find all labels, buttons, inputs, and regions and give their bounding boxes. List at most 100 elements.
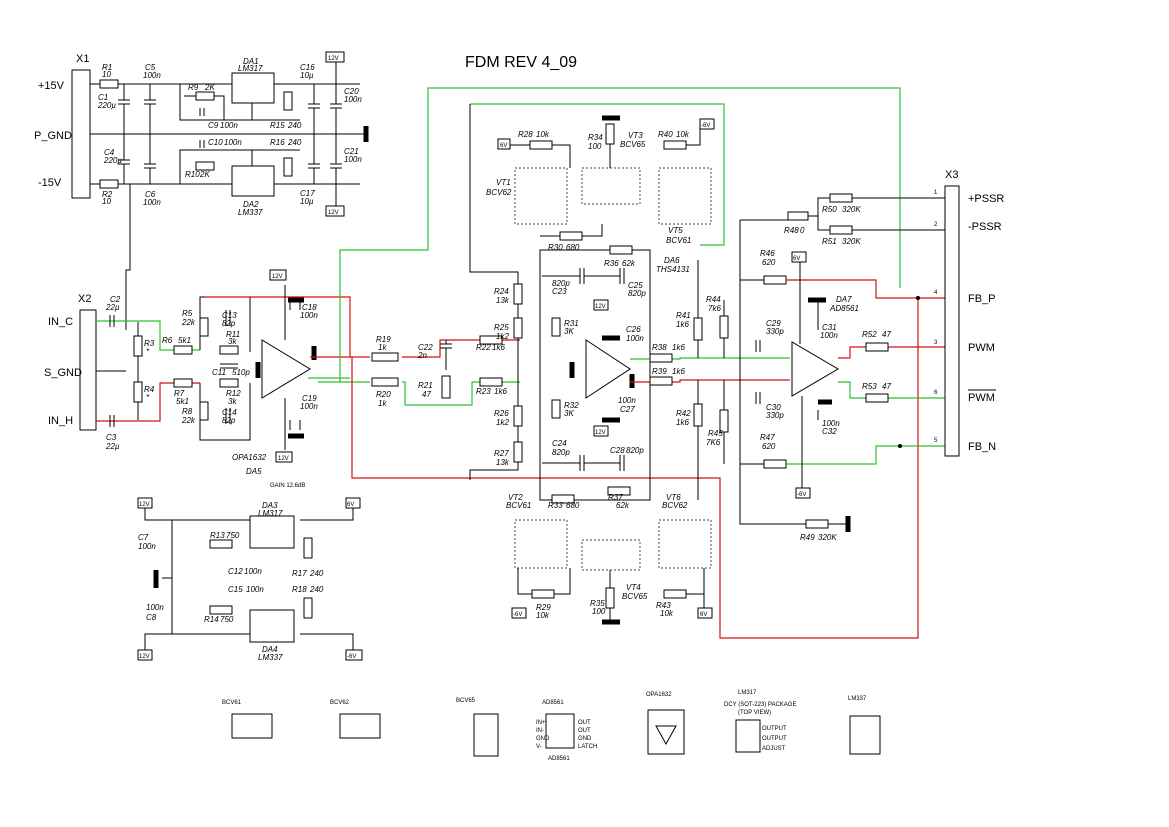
svg-text:C17: C17 [300,189,315,198]
svg-text:100n: 100n [820,331,838,340]
x3-pin-fbn: FB_N [968,441,996,453]
svg-text:1k6: 1k6 [676,418,689,427]
input-stage: X2 IN_C S_GND IN_H C2 22µ C3 22µ R3 * R4… [44,269,351,489]
vt2-transistor [514,519,568,569]
svg-text:C31: C31 [822,323,837,332]
power-supply-block: X1 +15V P_GND -15V R1 10 R2 10 C1 220µ C… [34,51,369,330]
svg-text:DA3: DA3 [262,501,278,510]
r24-resistor [513,283,523,305]
svg-text:3K: 3K [564,327,574,336]
svg-text:10k: 10k [660,609,674,618]
svg-text:R10: R10 [185,170,200,179]
svg-text:5k1: 5k1 [176,397,189,406]
svg-text:680: 680 [566,243,580,252]
svg-text:IN-: IN- [536,728,544,734]
r16-resistor [283,157,293,177]
svg-text:680: 680 [566,501,580,510]
svg-text:2: 2 [934,222,938,228]
r44-resistor [719,315,729,339]
svg-text:2n: 2n [417,351,427,360]
svg-text:12V: 12V [139,502,150,508]
svg-text:R47: R47 [760,433,775,442]
da3-regulator [249,515,295,549]
r25-resistor [513,317,523,339]
x1-pin-neg15: -15V [38,177,62,189]
svg-text:C4: C4 [104,148,115,157]
svg-text:82p: 82p [222,319,236,328]
r1-value: 10 [102,70,111,79]
rail-12v-bottom [325,205,345,217]
svg-text:C16: C16 [300,63,315,72]
svg-text:R5: R5 [182,309,193,318]
svg-text:OUT: OUT [578,720,591,726]
svg-text:R44: R44 [706,295,721,304]
r3-resistor [133,335,143,357]
svg-text:62k: 62k [622,259,636,268]
svg-text:-6V: -6V [513,612,522,618]
svg-text:C27: C27 [620,405,635,414]
x1-label: X1 [76,53,89,65]
svg-text:BCV61: BCV61 [666,236,691,245]
r9-resistor [195,91,215,101]
svg-text:100n: 100n [300,311,318,320]
svg-text:100n: 100n [344,95,362,104]
svg-text:100n: 100n [246,585,264,594]
svg-text:C6: C6 [145,190,156,199]
svg-text:13k: 13k [496,296,510,305]
svg-text:R13: R13 [210,531,225,540]
svg-text:1k: 1k [378,399,387,408]
svg-text:C1: C1 [98,93,108,102]
svg-text:-6V: -6V [797,492,806,498]
svg-text:BCV62: BCV62 [662,501,688,510]
svg-text:R22: R22 [476,343,491,352]
package-legend: BCV61 BCV62 BCV65 AD8561 IN+ IN- GND V- … [222,690,881,762]
da7-comparator [791,341,839,397]
svg-text:DA5: DA5 [246,467,262,476]
svg-text:100n: 100n [618,396,636,405]
x3-pin-pwm: PWM [968,342,995,354]
svg-text:R1: R1 [102,63,112,72]
svg-text:12V: 12V [272,274,283,280]
svg-text:C10: C10 [208,138,223,147]
svg-text:100n: 100n [146,603,164,612]
svg-text:R21: R21 [418,381,433,390]
legend-opa1632: OPA1632 [646,692,672,698]
svg-text:320K: 320K [842,205,861,214]
c6-value: 100n [143,198,161,207]
svg-text:R39: R39 [652,367,667,376]
r20-resistor [371,377,399,387]
svg-text:OUTPUT: OUTPUT [762,726,787,732]
svg-text:6V: 6V [347,502,354,508]
svg-text:3K: 3K [564,409,574,418]
svg-text:5k1: 5k1 [178,336,191,345]
svg-text:R37: R37 [608,493,623,502]
rail-12v-top [325,51,345,63]
svg-text:ADJUST: ADJUST [762,746,786,752]
r48-resistor [787,211,809,221]
svg-text:C23: C23 [552,287,567,296]
x2-pin-sgnd: S_GND [44,367,82,379]
svg-text:-6V: -6V [347,654,356,660]
svg-text:100n: 100n [626,334,644,343]
svg-text:1k6: 1k6 [676,320,689,329]
svg-text:6V: 6V [500,143,507,149]
svg-text:R49: R49 [800,533,815,542]
svg-text:R28: R28 [518,130,533,139]
x2-label: X2 [78,293,91,305]
r12-resistor [219,378,239,388]
svg-text:VT2: VT2 [508,493,523,502]
svg-text:C9: C9 [208,121,219,130]
r37-resistor [607,486,631,496]
svg-text:47: 47 [422,390,431,399]
svg-text:820p: 820p [628,289,646,298]
x3-pin-pwm-n: PWM [968,392,995,404]
gain-note: GAIN 12.6dB [270,483,305,489]
svg-text:100n: 100n [344,155,362,164]
svg-text:100n: 100n [244,567,262,576]
x3-pin-fbp: FB_P [968,293,996,305]
r26-resistor [513,405,523,427]
r38-resistor [649,353,673,363]
r43-resistor [663,589,687,599]
svg-text:R2: R2 [102,190,113,199]
svg-text:DA7: DA7 [836,295,852,304]
